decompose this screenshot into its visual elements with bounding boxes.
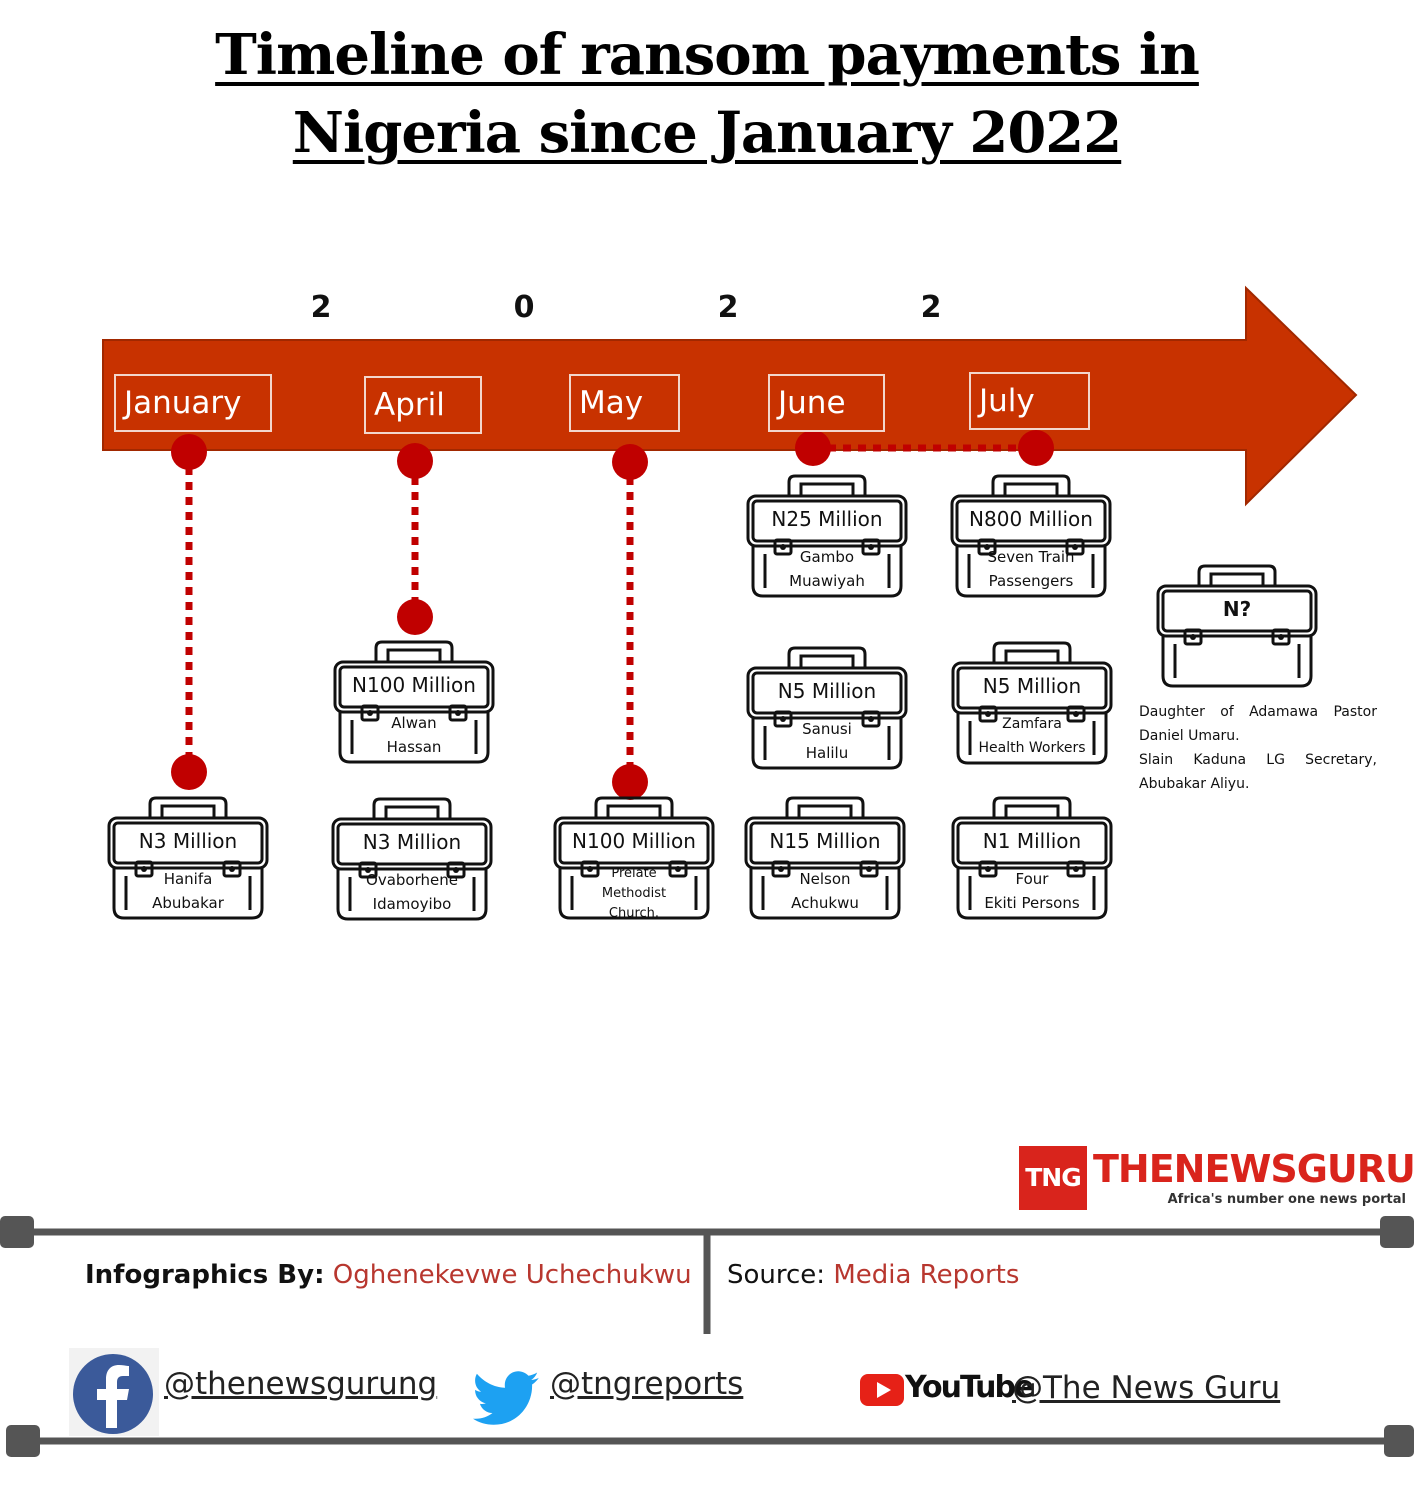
page-title-line-2: Nigeria since January 2022 xyxy=(292,100,1122,166)
case-amount: N1 Million xyxy=(982,829,1082,853)
dot-june xyxy=(795,430,831,466)
source-credit: Source: Media Reports xyxy=(727,1260,1019,1290)
facebook-handle-link[interactable]: @thenewsgurung xyxy=(164,1366,438,1402)
month-may: May xyxy=(569,374,680,432)
note-line: Slain Kaduna LG Secretary, Abubakar Aliy… xyxy=(1139,752,1377,792)
briefcase-icon xyxy=(553,796,715,920)
note-line: Daughter of Adamawa Pastor Daniel Umaru. xyxy=(1139,704,1377,744)
case-amount: N100 Million xyxy=(572,829,696,853)
thenewsguru-logo: TNG THENEWSGURU Africa's number one news… xyxy=(1019,1146,1414,1212)
month-january: January xyxy=(114,374,272,432)
youtube-icon xyxy=(860,1374,904,1406)
case-unknown-amount: N? xyxy=(1155,560,1319,690)
page-title-line-1: Timeline of ransom payments in xyxy=(215,22,1200,88)
infographics-credit: Infographics By: Oghenekevwe Uchechukwu xyxy=(85,1260,692,1290)
case-amount: N25 Million xyxy=(771,507,883,531)
logo-name: THENEWSGURU xyxy=(1093,1147,1414,1191)
month-april: April xyxy=(364,376,482,434)
dot-january-bottom xyxy=(171,754,207,790)
credit-label: Infographics By: xyxy=(85,1260,325,1290)
twitter-handle-link[interactable]: @tngreports xyxy=(550,1366,744,1402)
month-july: July xyxy=(969,372,1090,430)
briefcase-icon xyxy=(331,797,493,921)
credit-name: Oghenekevwe Uchechukwu xyxy=(332,1260,692,1290)
case-amount: N100 Million xyxy=(352,673,476,697)
month-june: June xyxy=(768,374,885,432)
briefcase-icon xyxy=(950,474,1112,598)
briefcase-icon xyxy=(1156,564,1318,688)
case-amount: N3 Million xyxy=(362,830,462,854)
logo-badge: TNG xyxy=(1019,1146,1087,1210)
year-digit: 2 xyxy=(310,290,332,325)
youtube-wordmark: YouTube xyxy=(905,1370,1034,1405)
logo-tagline: Africa's number one news portal xyxy=(1167,1192,1406,1207)
source-value: Media Reports xyxy=(833,1260,1020,1290)
dot-may-bottom xyxy=(612,764,648,800)
briefcase-icon xyxy=(107,796,269,920)
source-label: Source: xyxy=(727,1260,826,1290)
briefcase-icon xyxy=(746,474,908,598)
dot-may-top xyxy=(612,444,648,480)
year-digit: 2 xyxy=(920,290,942,325)
dot-january-top xyxy=(171,434,207,470)
footer-rails xyxy=(0,1216,1414,1457)
year-digit: 0 xyxy=(513,290,535,325)
case-amount: N5 Million xyxy=(777,679,877,703)
year-digit: 2 xyxy=(717,290,739,325)
case-amount: N800 Million xyxy=(969,507,1093,531)
case-amount: N15 Million xyxy=(769,829,881,853)
twitter-icon xyxy=(473,1371,539,1425)
dot-april-bottom xyxy=(397,599,433,635)
briefcase-icon xyxy=(744,796,906,920)
case-amount: N? xyxy=(1222,597,1252,621)
briefcase-icon xyxy=(333,640,495,764)
unknown-case-note: Daughter of Adamawa Pastor Daniel Umaru.… xyxy=(1139,700,1377,796)
case-amount: N5 Million xyxy=(982,674,1082,698)
briefcase-icon xyxy=(746,646,908,770)
briefcase-icon xyxy=(951,796,1113,920)
case-amount: N3 Million xyxy=(138,829,238,853)
youtube-handle-link[interactable]: @The News Guru xyxy=(1012,1370,1281,1406)
dot-july xyxy=(1018,430,1054,466)
facebook-icon xyxy=(69,1348,159,1436)
briefcase-icon xyxy=(951,641,1113,765)
dot-april-top xyxy=(397,443,433,479)
timeline-graphic xyxy=(102,285,1358,800)
